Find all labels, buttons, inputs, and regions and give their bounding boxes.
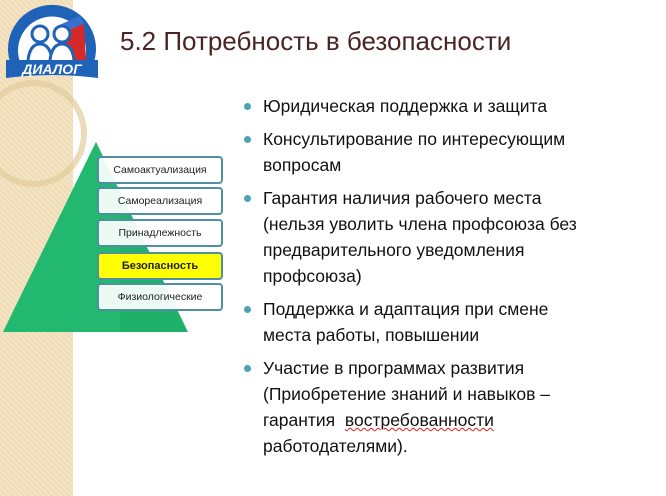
bullet-line: гарантия востребованности bbox=[263, 407, 577, 433]
bullet-item: Консультирование по интересующим вопросам bbox=[243, 126, 577, 178]
bullet-line: Консультирование по интересующим bbox=[263, 129, 566, 149]
bullet-item: Поддержка и адаптация при смене места раб… bbox=[243, 296, 577, 348]
bullet-line-text: гарантия bbox=[263, 410, 345, 430]
pyramid-level-physiological: Физиологические bbox=[97, 283, 223, 311]
pyramid-level-belonging: Принадлежность bbox=[97, 219, 223, 247]
bullet-list: Юридическая поддержка и защита Консульти… bbox=[243, 93, 577, 466]
decorative-circle bbox=[0, 80, 87, 187]
bullet-item: Участие в программах развития (Приобретен… bbox=[243, 355, 577, 459]
pyramid-level-self-actualization: Самоактуализация bbox=[97, 156, 223, 184]
bullet-line: Участие в программах развития bbox=[263, 358, 525, 378]
bullet-line: (Приобретение знаний и навыков – bbox=[263, 384, 551, 404]
spellcheck-word: востребованности bbox=[344, 410, 494, 430]
pyramid-level-self-realization: Самореализация bbox=[97, 187, 223, 215]
bullet-line: Поддержка и адаптация при смене bbox=[263, 299, 549, 319]
pyramid-level-safety: Безопасность bbox=[97, 252, 223, 280]
bullet-line: места работы, повышении bbox=[263, 325, 480, 345]
bullet-line: предварительного уведомления bbox=[263, 240, 525, 260]
slide-title: 5.2 Потребность в безопасности bbox=[120, 26, 512, 56]
logo-name: ДИАЛОГ bbox=[21, 61, 83, 77]
bullet-line: работодателями). bbox=[263, 436, 408, 456]
dialog-union-logo: ДИАЛОГ bbox=[6, 4, 98, 78]
bullet-line: Юридическая поддержка и защита bbox=[263, 96, 548, 116]
bullet-item: Гарантия наличия рабочего места (нельзя у… bbox=[243, 185, 577, 289]
bullet-line: Гарантия наличия рабочего места bbox=[263, 188, 542, 208]
bullet-line: вопросам bbox=[263, 155, 342, 175]
bullet-line: профсоюза) bbox=[263, 266, 362, 286]
bullet-line: (нельзя уволить члена профсоюза без bbox=[263, 214, 577, 234]
bullet-item: Юридическая поддержка и защита bbox=[243, 93, 577, 119]
